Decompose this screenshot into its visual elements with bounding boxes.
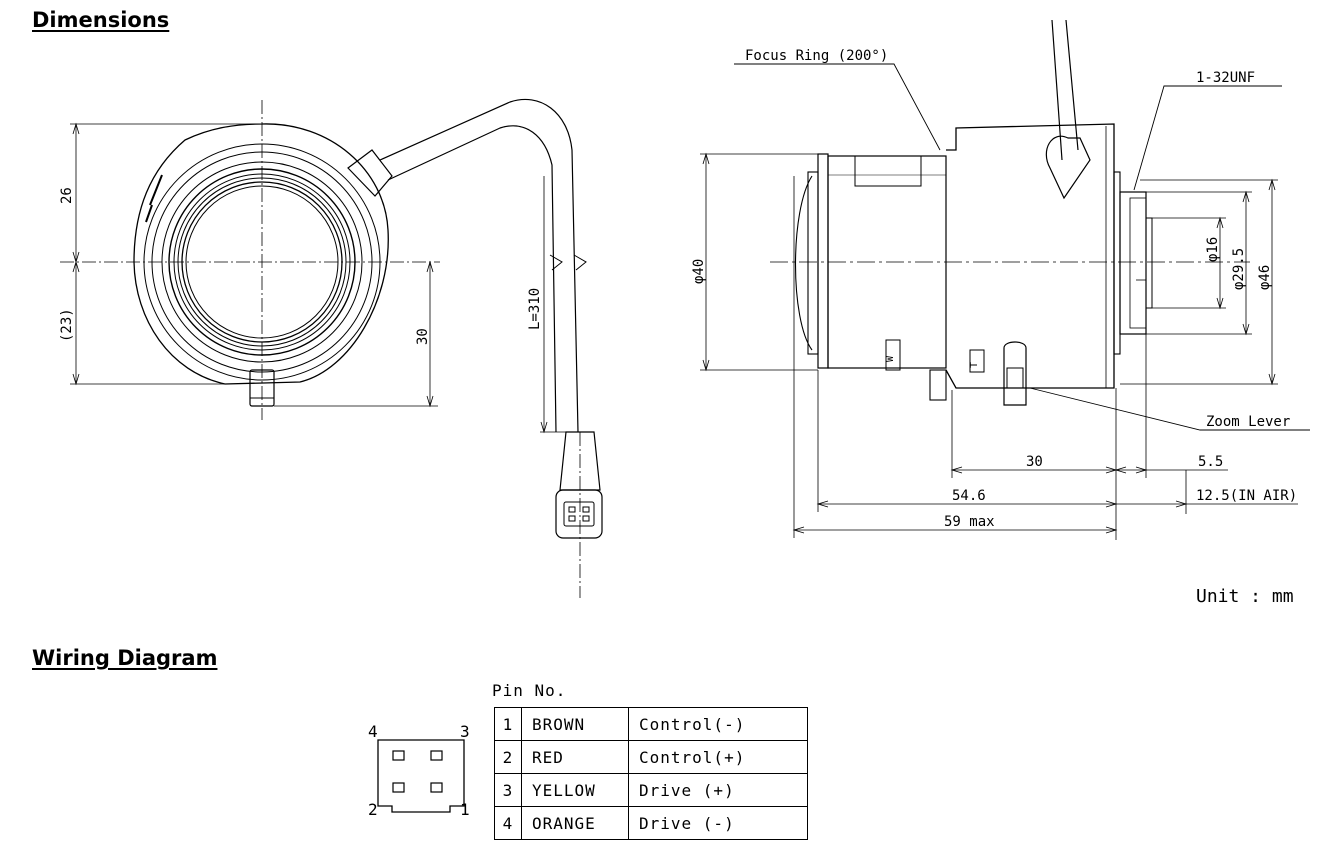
length-54-6-label: 54.6	[952, 488, 986, 504]
length-59-max-label: 59 max	[944, 514, 995, 530]
connector-pin-4: 4	[368, 722, 378, 741]
function-cell: Drive (+)	[628, 773, 808, 807]
wiring-diagram-title: Wiring Diagram	[32, 646, 218, 670]
cable-length-label: L=310	[527, 287, 543, 330]
side-view	[700, 19, 1310, 540]
dim-23-label: (23)	[59, 308, 75, 342]
wire-color-cell: YELLOW	[521, 773, 629, 807]
pin-cell: 2	[494, 740, 522, 774]
pin-cell: 3	[494, 773, 522, 807]
pin-table: 1 BROWN Control(-) 2 RED Control(+) 3 YE…	[494, 707, 808, 840]
diameter-29-5-label: φ29.5	[1231, 247, 1247, 290]
pin-number-header: Pin No.	[492, 681, 567, 700]
wire-color-cell: RED	[521, 740, 629, 774]
diameter-16-label: φ16	[1205, 236, 1221, 262]
dim-30-lever-label: 30	[415, 328, 431, 345]
front-view	[60, 98, 603, 598]
length-30-label: 30	[1026, 454, 1043, 470]
focus-ring-label: Focus Ring (200°)	[745, 48, 889, 64]
table-row: 2 RED Control(+)	[494, 740, 808, 774]
table-row: 1 BROWN Control(-)	[494, 707, 808, 741]
wiring-connector-drawing	[377, 739, 465, 813]
diameter-40-label: φ40	[691, 258, 707, 284]
connector-pin-3: 3	[460, 722, 470, 741]
table-row: 4 ORANGE Drive (-)	[494, 806, 808, 840]
pin-cell: 4	[494, 806, 522, 840]
function-cell: Control(+)	[628, 740, 808, 774]
dimensions-title: Dimensions	[32, 8, 170, 32]
mount-thread-label: 1-32UNF	[1196, 70, 1256, 86]
connector-pin-1: 1	[460, 800, 470, 819]
diameter-46-label: φ46	[1257, 264, 1273, 290]
zoom-lever-label: Zoom Lever	[1206, 414, 1291, 430]
connector-pin-2: 2	[368, 800, 378, 819]
length-12-5-label: 12.5(IN AIR)	[1196, 488, 1298, 504]
dim-26-label: 26	[59, 187, 75, 204]
table-row: 3 YELLOW Drive (+)	[494, 773, 808, 807]
wire-color-cell: BROWN	[521, 707, 629, 741]
pin-cell: 1	[494, 707, 522, 741]
lever-mark-w: W	[885, 355, 896, 362]
length-5-5-label: 5.5	[1198, 454, 1224, 470]
function-cell: Drive (-)	[628, 806, 808, 840]
function-cell: Control(-)	[628, 707, 808, 741]
wire-color-cell: ORANGE	[521, 806, 629, 840]
unit-label: Unit : mm	[1196, 586, 1294, 607]
lever-mark-t: T	[969, 361, 980, 368]
